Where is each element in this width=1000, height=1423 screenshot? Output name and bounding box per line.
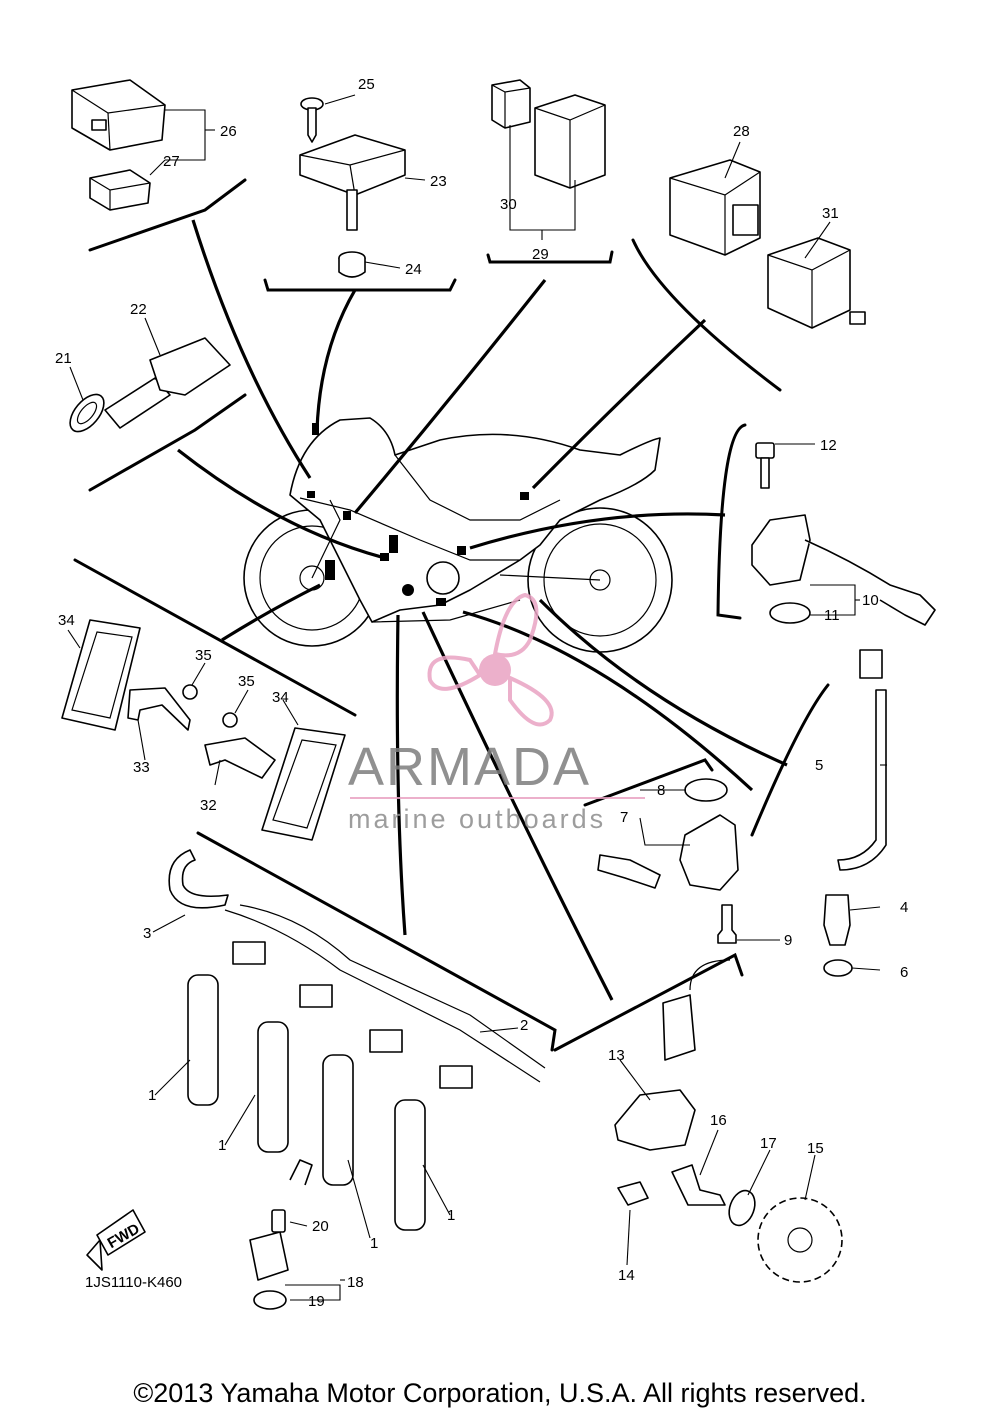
- panel-brackets: [73, 178, 830, 1052]
- callout-1d: 1: [447, 1207, 455, 1224]
- callout-16: 16: [710, 1112, 727, 1129]
- nut-35-upper: [182, 684, 198, 700]
- unit-28: [669, 159, 761, 256]
- washer-6: [823, 959, 853, 977]
- ignition-coil-1a: [187, 974, 219, 1106]
- grommet-24: [338, 251, 366, 278]
- ignition-coil-1c: [322, 1054, 354, 1186]
- washer-17: [728, 1189, 756, 1227]
- lead-wire-5: [837, 649, 887, 871]
- callout-34-right: 34: [272, 689, 289, 706]
- ignition-coil-1b: [257, 1021, 289, 1153]
- sensor-18: [249, 1159, 313, 1281]
- callout-labels: 1 1 1 1 2 3 4 5 6 7 8 9 10 11 12 13 14 1…: [55, 76, 908, 1310]
- clamp-3: [168, 849, 229, 909]
- callout-31: 31: [822, 205, 839, 222]
- temp-sensor-22: [104, 337, 231, 429]
- callout-35-upper: 35: [195, 647, 212, 664]
- callout-10: 10: [862, 592, 879, 609]
- o-ring-8: [684, 778, 728, 802]
- bolt-12: [755, 442, 775, 489]
- callout-26: 26: [220, 123, 237, 140]
- callout-34-left: 34: [58, 612, 75, 629]
- watermark-subtitle: marine outboards: [348, 804, 606, 834]
- connector-relay-26: [71, 79, 166, 151]
- o-ring-19: [253, 1290, 287, 1310]
- bracket-33: [127, 687, 191, 731]
- callout-6: 6: [900, 964, 908, 981]
- bike-markers: [307, 423, 529, 606]
- callout-3: 3: [143, 925, 151, 942]
- switch-4: [823, 894, 851, 946]
- rotor-15: [757, 1197, 843, 1283]
- bolt-9: [717, 904, 737, 944]
- callout-7: 7: [620, 809, 628, 826]
- callout-28: 28: [733, 123, 750, 140]
- motorcycle-outline: [243, 417, 673, 653]
- callout-17: 17: [760, 1135, 777, 1152]
- callout-2: 2: [520, 1017, 528, 1034]
- watermark-title: ARMADA: [348, 737, 591, 797]
- callout-1c: 1: [370, 1235, 378, 1252]
- callout-11: 11: [824, 607, 840, 624]
- callout-30: 30: [500, 196, 517, 213]
- pointer-lines: [177, 219, 788, 1001]
- callout-32: 32: [200, 797, 217, 814]
- callout-18: 18: [347, 1274, 364, 1291]
- callout-5: 5: [815, 757, 823, 774]
- callout-12: 12: [820, 437, 837, 454]
- callout-25: 25: [358, 76, 375, 93]
- screw-25: [300, 97, 324, 143]
- callout-8: 8: [657, 782, 665, 799]
- callout-27: 27: [163, 153, 180, 170]
- callout-1a: 1: [148, 1087, 156, 1104]
- callout-23: 23: [430, 173, 447, 190]
- reflector-34-right: [261, 727, 346, 841]
- callout-1b: 1: [218, 1137, 226, 1154]
- callout-15: 15: [807, 1140, 824, 1157]
- relay-29: [534, 94, 606, 189]
- callout-29: 29: [532, 246, 549, 263]
- copyright-notice: ©2013 Yamaha Motor Corporation, U.S.A. A…: [133, 1378, 867, 1408]
- bolt-14: [617, 1181, 649, 1206]
- watermark: ARMADA marine outboards: [348, 592, 645, 834]
- connector-27: [89, 169, 151, 211]
- leader-lines: [67, 94, 887, 1301]
- washer-21: [69, 393, 105, 433]
- callout-4: 4: [900, 899, 908, 916]
- sensor-10: [751, 514, 936, 626]
- fwd-arrow-icon: FWD: [86, 1209, 146, 1271]
- watermark-propeller-icon: [427, 592, 554, 727]
- reflector-34-left: [61, 619, 141, 731]
- callout-13: 13: [608, 1047, 625, 1064]
- unit-31: [767, 237, 866, 329]
- part-code: 1JS1110-K460: [85, 1274, 182, 1291]
- fuel-sender-7: [597, 814, 739, 891]
- callout-33: 33: [133, 759, 150, 776]
- callout-14: 14: [618, 1267, 635, 1284]
- callout-24: 24: [405, 261, 422, 278]
- nut-35-lower: [222, 712, 238, 728]
- sensor-23: [299, 134, 406, 231]
- callout-35-lower: 35: [238, 673, 255, 690]
- o-ring-11: [769, 602, 811, 624]
- callout-20: 20: [312, 1218, 329, 1235]
- connector-30: [491, 79, 531, 129]
- sensor-13: [614, 959, 731, 1151]
- wire-harness-2: [224, 904, 546, 1089]
- bracket-32: [204, 737, 276, 779]
- callout-19: 19: [308, 1293, 325, 1310]
- callout-22: 22: [130, 301, 147, 318]
- bolt-20: [271, 1209, 286, 1233]
- callout-9: 9: [784, 932, 792, 949]
- ignition-coil-1d: [394, 1099, 426, 1231]
- bolt-16: [671, 1164, 726, 1206]
- callout-21: 21: [55, 350, 72, 367]
